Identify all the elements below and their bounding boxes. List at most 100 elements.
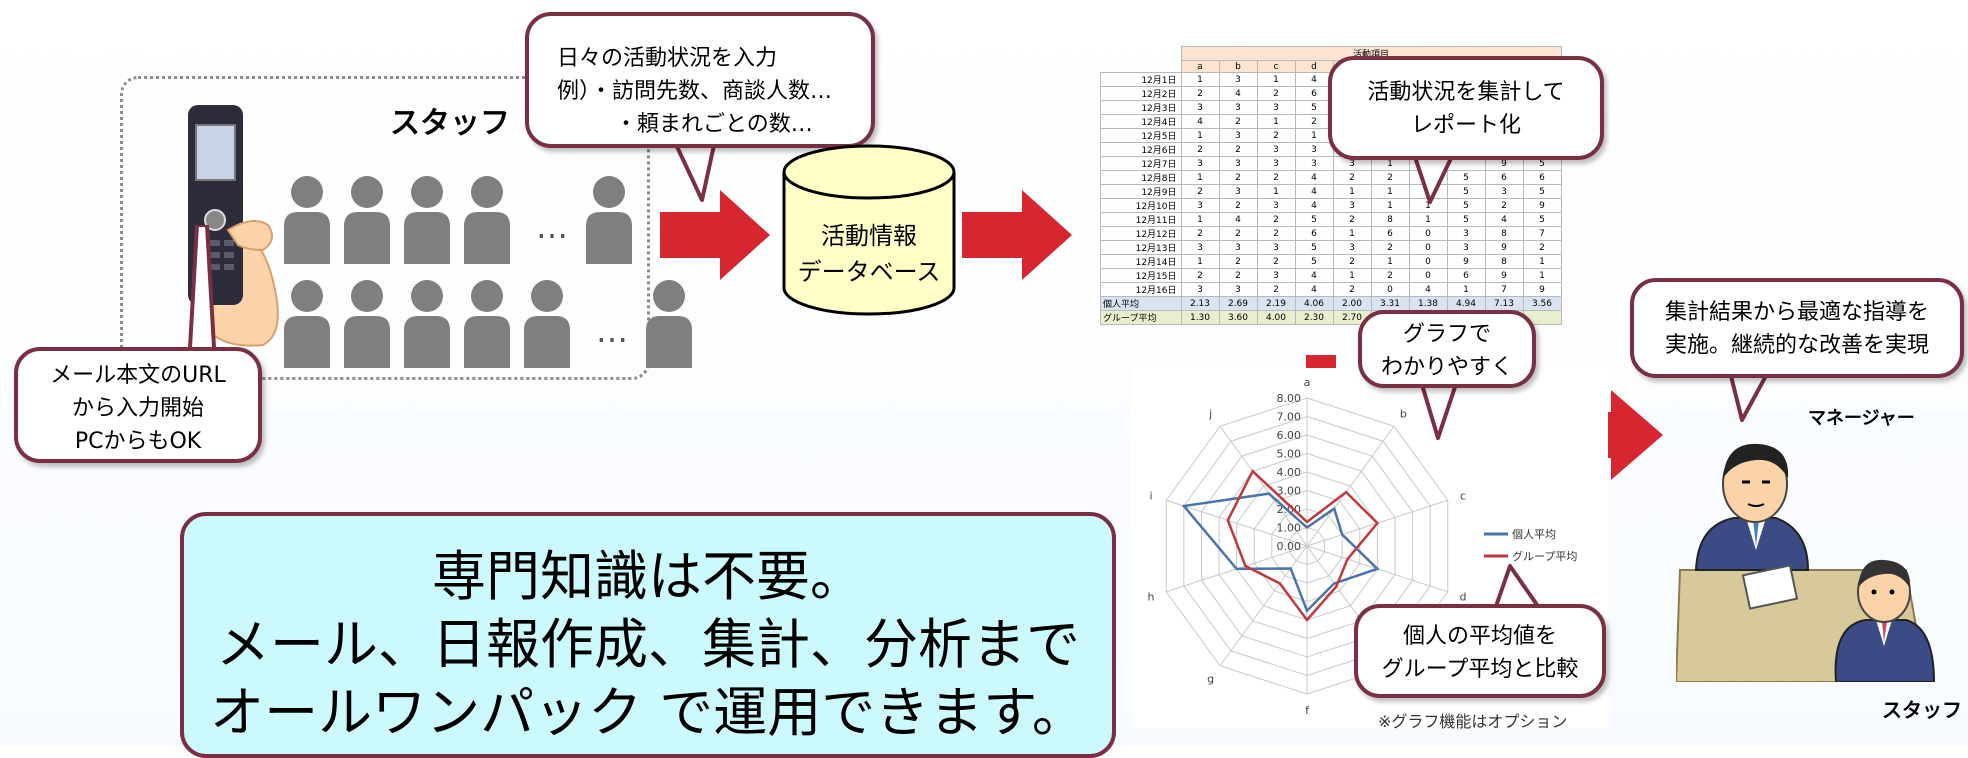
- table-cell: 0: [1408, 254, 1448, 269]
- table-cell: 2: [1256, 86, 1296, 101]
- table-cell: 2: [1256, 128, 1296, 143]
- table-date-cell: 12月6日: [1100, 142, 1182, 157]
- person-icon: [524, 280, 570, 368]
- table-col-header: d: [1294, 60, 1334, 73]
- radar-category-label: f: [1305, 704, 1310, 717]
- table-cell: 0: [1408, 240, 1448, 255]
- radar-tick-label: 1.00: [1277, 522, 1302, 535]
- table-cell: 1: [1256, 72, 1296, 87]
- staff-row-bottom: …: [282, 278, 704, 368]
- table-cell: 1: [1180, 72, 1220, 87]
- table-cell: 1: [1370, 254, 1410, 269]
- person-icon: [464, 176, 510, 264]
- table-cell: 2: [1180, 268, 1220, 283]
- summary-line1: 専門知識は不要。: [432, 545, 864, 608]
- compare-bubble: 個人の平均値を グループ平均と比較: [1354, 604, 1606, 698]
- table-cell: 0: [1370, 282, 1410, 297]
- table-cell: 1: [1370, 198, 1410, 213]
- graph-bubble-line2: わかりやすく: [1380, 355, 1513, 380]
- table-cell: 3: [1218, 72, 1258, 87]
- table-cell: 1: [1522, 254, 1562, 269]
- radar-category-label: i: [1149, 489, 1152, 502]
- table-cell: 4: [1294, 268, 1334, 283]
- database-label-line2: データベース: [797, 258, 941, 286]
- table-date-cell: 12月8日: [1100, 170, 1182, 185]
- url-bubble-line3: PCからもOK: [74, 429, 202, 454]
- table-cell: 5: [1446, 212, 1486, 227]
- table-cell: 1.38: [1408, 296, 1448, 311]
- table-cell: 3: [1218, 184, 1258, 199]
- table-date-cell: 12月1日: [1100, 72, 1182, 87]
- table-cell: 4: [1180, 114, 1220, 129]
- report-bubble-line1: 活動状況を集計して: [1367, 80, 1565, 105]
- table-cell: 2: [1256, 170, 1296, 185]
- table-cell: 0: [1408, 226, 1448, 241]
- table-cell: 3: [1180, 100, 1220, 115]
- table-cell: 3: [1180, 156, 1220, 171]
- table-date-cell: 12月10日: [1100, 198, 1182, 213]
- table-cell: 5: [1294, 212, 1334, 227]
- radar-category-label: d: [1459, 591, 1466, 604]
- table-date-cell: 12月9日: [1100, 184, 1182, 199]
- table-cell: 2: [1484, 198, 1524, 213]
- legend-label: グループ平均: [1512, 549, 1577, 563]
- radar-spoke: [1219, 545, 1308, 667]
- table-date-cell: 12月5日: [1100, 128, 1182, 143]
- table-cell: 0: [1408, 268, 1448, 283]
- table-cell: 2: [1218, 198, 1258, 213]
- table-cell: 2: [1256, 212, 1296, 227]
- url-bubble-tail: [186, 225, 218, 365]
- advice-bubble-line2: 実施。継続的な改善を実現: [1664, 333, 1929, 358]
- table-cell: 3: [1446, 226, 1486, 241]
- table-cell: 5: [1294, 254, 1334, 269]
- table-cell: 4: [1408, 282, 1448, 297]
- table-cell: 2.69: [1218, 296, 1258, 311]
- table-cell: 2: [1180, 86, 1220, 101]
- table-cell: 3: [1218, 240, 1258, 255]
- table-date-cell: 12月15日: [1100, 268, 1182, 283]
- table-cell: 8: [1484, 254, 1524, 269]
- database-icon: [782, 144, 956, 316]
- person-icon: [646, 280, 692, 368]
- ellipsis: …: [536, 208, 570, 246]
- table-cell: 3: [1218, 100, 1258, 115]
- table-cell: 4: [1294, 198, 1334, 213]
- person-icon: [586, 176, 632, 264]
- table-cell: 1: [1180, 212, 1220, 227]
- table-cell: 3: [1332, 198, 1372, 213]
- table-cell: 2: [1218, 268, 1258, 283]
- table-cell: 9: [1522, 282, 1562, 297]
- table-cell: 2.13: [1180, 296, 1220, 311]
- table-cell: 2: [1256, 254, 1296, 269]
- input-bubble-line3: ・頼まれごとの数…: [615, 112, 813, 137]
- person-icon: [404, 280, 450, 368]
- table-cell: 1: [1180, 254, 1220, 269]
- radar-tick-label: 0.00: [1277, 540, 1302, 553]
- table-cell: 2: [1218, 142, 1258, 157]
- radar-series-line: [1181, 492, 1380, 613]
- table-cell: 6: [1446, 268, 1486, 283]
- person-icon: [344, 176, 390, 264]
- person-icon: [284, 176, 330, 264]
- table-cell: 3: [1218, 128, 1258, 143]
- database-label: 活動情報 データベース: [780, 218, 958, 290]
- staff-label: スタッフ: [390, 106, 510, 141]
- staff-label-right: スタッフ: [1882, 698, 1962, 722]
- table-cell: 9: [1484, 268, 1524, 283]
- table-cell: 4.00: [1256, 310, 1296, 325]
- graph-option-note: ※グラフ機能はオプション: [1378, 712, 1568, 731]
- table-cell: 2: [1332, 254, 1372, 269]
- url-bubble-line1: メール本文のURL: [50, 363, 226, 388]
- radar-tick-label: 4.00: [1277, 466, 1302, 479]
- table-cell: 2: [1180, 226, 1220, 241]
- table-cell: 4: [1294, 170, 1334, 185]
- radar-category-label: a: [1304, 376, 1311, 389]
- person-icon: [464, 280, 510, 368]
- table-cell: 4: [1484, 212, 1524, 227]
- table-cell: 3: [1256, 156, 1296, 171]
- table-cell: 6: [1370, 226, 1410, 241]
